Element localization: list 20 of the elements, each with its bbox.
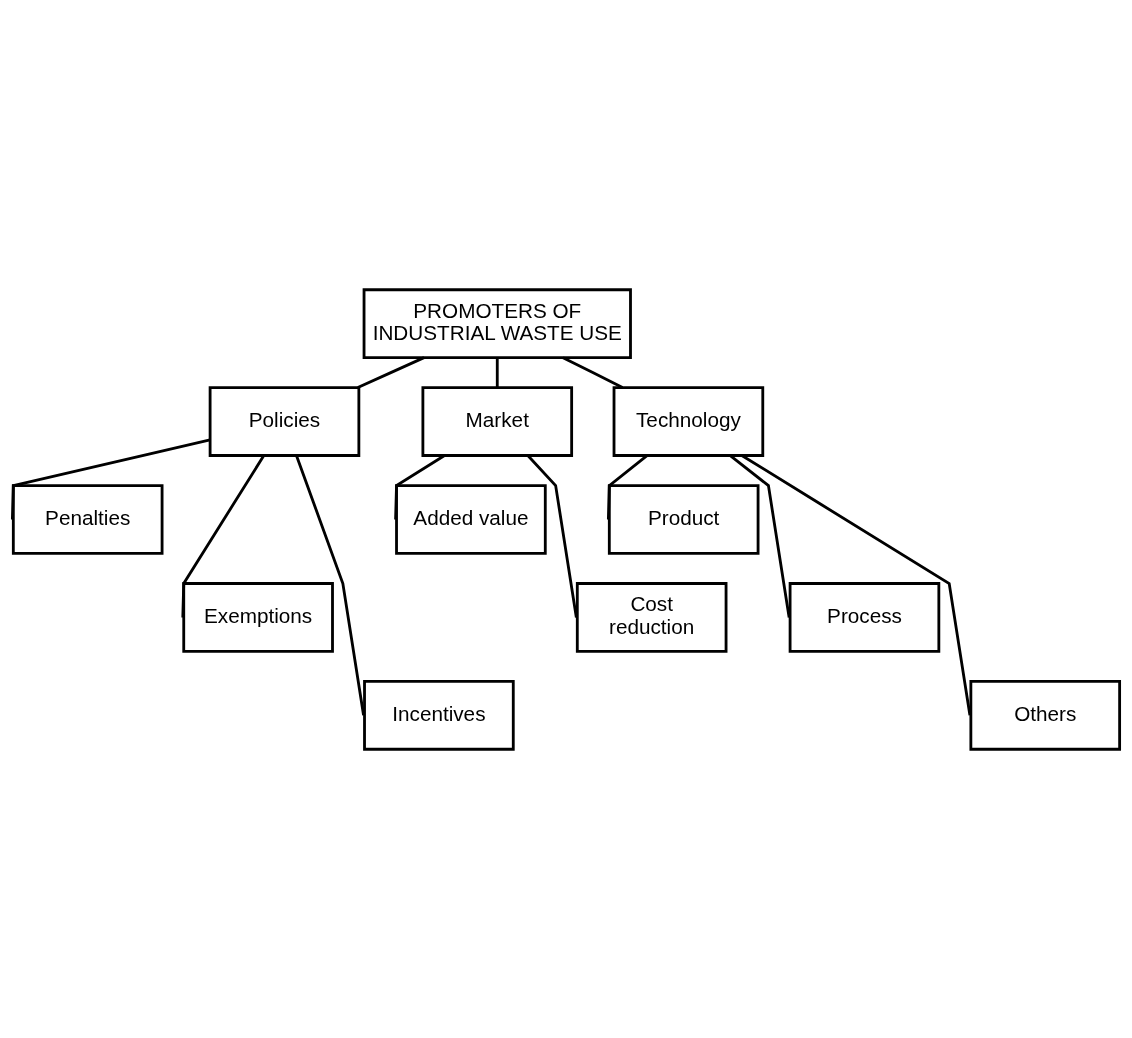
node-box: Penalties bbox=[11, 483, 164, 555]
node-box: Added value bbox=[395, 483, 547, 555]
connector bbox=[394, 453, 446, 520]
connector bbox=[181, 454, 266, 617]
connector bbox=[495, 357, 499, 388]
node-box: Product bbox=[607, 483, 760, 555]
connector bbox=[295, 454, 365, 716]
connector bbox=[562, 355, 624, 389]
node-box: Exemptions bbox=[182, 581, 334, 653]
connector bbox=[357, 355, 425, 389]
node-box: PROMOTERS OF INDUSTRIAL WASTE USE bbox=[362, 287, 632, 359]
connector bbox=[526, 454, 578, 618]
node-box: Others bbox=[969, 679, 1122, 751]
node-box: Incentives bbox=[363, 679, 515, 751]
node-box: Policies bbox=[208, 385, 361, 457]
node-box: Technology bbox=[612, 385, 765, 457]
connector bbox=[10, 437, 211, 520]
node-box: Cost reduction bbox=[575, 581, 728, 653]
node-box: Process bbox=[788, 581, 941, 653]
node-box: Market bbox=[421, 385, 574, 457]
